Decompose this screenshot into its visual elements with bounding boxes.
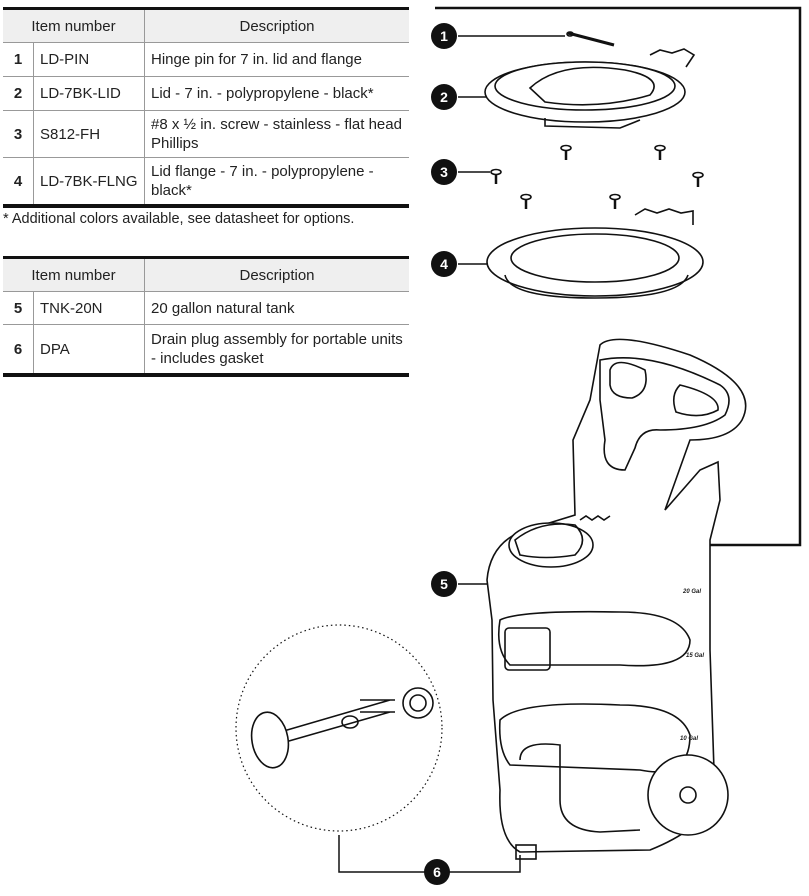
parts-table-lid: Item number Description 1 LD-PIN Hinge p… [3,7,409,208]
table-row: 1 LD-PIN Hinge pin for 7 in. lid and fla… [3,42,409,77]
table-row: 2 LD-7BK-LID Lid - 7 in. - polypropylene… [3,76,409,111]
header-item-number: Item number [3,257,145,292]
table-header-row: Item number Description [3,257,409,292]
row-number: 4 [3,157,34,206]
item-number: DPA [33,324,145,375]
row-number: 3 [3,110,34,158]
table-row: 3 S812-FH #8 x ½ in. screw - stainless -… [3,110,409,158]
footnote: * Additional colors available, see datas… [3,211,355,227]
tank-part: 20 Gal 15 Gal 10 Gal [486,338,747,860]
item-description: Drain plug assembly for portable units -… [151,331,403,367]
row-number: 2 [3,76,34,111]
marking-10-gal: 10 Gal [680,736,698,742]
item-description: Hinge pin for 7 in. lid and flange [144,42,409,77]
svg-text:5: 5 [440,576,448,592]
table-header-row: Item number Description [3,8,409,43]
header-description: Description [144,8,409,43]
table-row: 4 LD-7BK-FLNG Lid flange - 7 in. - polyp… [3,157,409,206]
lid-flange-part [486,208,704,299]
row-number: 5 [3,291,34,325]
item-number: S812-FH [33,110,145,158]
item-description: 20 gallon natural tank [144,291,409,325]
callout-6: 6 [424,859,450,885]
header-item-number: Item number [3,8,145,43]
marking-20-gal: 20 Gal [682,589,701,595]
parts-table-tank: Item number Description 5 TNK-20N 20 gal… [3,256,409,377]
item-number: LD-7BK-FLNG [33,157,145,206]
callout-1: 1 [431,23,457,49]
svg-text:4: 4 [440,256,448,272]
callout-3: 3 [431,159,457,185]
screws-part [490,144,704,209]
hinge-pin-part [566,31,615,47]
item-number: TNK-20N [33,291,145,325]
svg-text:6: 6 [433,864,441,880]
item-number: LD-7BK-LID [33,76,145,111]
lid-part [484,48,696,129]
callout-2: 2 [431,84,457,110]
drain-plug-detail [235,624,443,832]
row-number: 1 [3,42,34,77]
header-description: Description [144,257,409,292]
table-row: 6 DPA Drain plug assembly for portable u… [3,324,409,375]
row-number: 6 [3,324,34,375]
svg-text:1: 1 [440,28,448,44]
table-row: 5 TNK-20N 20 gallon natural tank [3,291,409,325]
callout-5: 5 [431,571,457,597]
item-description: #8 x ½ in. screw - stainless - flat head… [144,110,409,158]
item-description: Lid flange - 7 in. - polypropylene - bla… [151,163,374,199]
item-description: Lid - 7 in. - polypropylene - black* [144,76,409,111]
marking-15-gal: 15 Gal [686,653,704,659]
item-number: LD-PIN [33,42,145,77]
svg-text:3: 3 [440,164,448,180]
svg-text:2: 2 [440,89,448,105]
callout-4: 4 [431,251,457,277]
